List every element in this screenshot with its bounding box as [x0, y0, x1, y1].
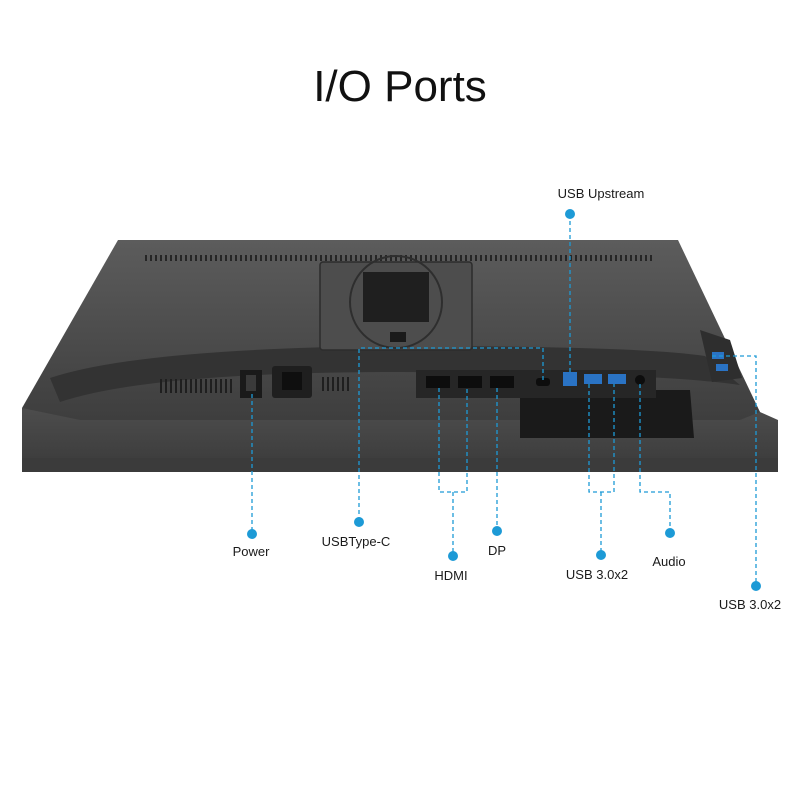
hdmi-port-1 [426, 376, 450, 388]
callout-labels: USB Upstream Power USBType-C HDMI DP USB… [233, 186, 782, 612]
label-usb-30x2-side: USB 3.0x2 [719, 597, 781, 612]
dot-power [247, 529, 257, 539]
label-hdmi: HDMI [434, 568, 467, 583]
label-power: Power [233, 544, 271, 559]
monitor-front-strip [22, 458, 778, 472]
callout-dots [247, 209, 761, 591]
label-usb-type-c: USBType-C [322, 534, 391, 549]
monitor-body [22, 240, 778, 472]
dot-usb-upstream [565, 209, 575, 219]
dot-dp [492, 526, 502, 536]
leader-hdmi [438, 388, 468, 556]
label-audio: Audio [652, 554, 685, 569]
side-usb-port-1 [712, 352, 724, 359]
usb-type-c-port [536, 378, 550, 386]
callout-lines [251, 214, 757, 586]
audio-jack [635, 375, 645, 385]
leader-usb-type-c [358, 347, 544, 522]
dot-usb-30x2-rear [596, 550, 606, 560]
usb-upstream-port [563, 372, 577, 386]
hdmi-port-2 [458, 376, 482, 388]
label-usb-30x2-rear: USB 3.0x2 [566, 567, 628, 582]
leader-usb-30x2-rear [588, 384, 615, 555]
page-title: I/O Ports [313, 62, 487, 111]
dot-usb-type-c [354, 517, 364, 527]
side-usb-port-2 [716, 364, 728, 371]
dot-hdmi [448, 551, 458, 561]
dot-usb-30x2-side [751, 581, 761, 591]
power-ac-socket [282, 372, 302, 390]
underside-panel [520, 390, 694, 438]
power-switch-rocker [246, 375, 256, 391]
dot-audio [665, 528, 675, 538]
usb-a-port-1 [584, 374, 602, 384]
monitor-rear-ridge [50, 346, 740, 402]
stand-socket [363, 272, 429, 322]
usb-a-port-2 [608, 374, 626, 384]
leader-audio [639, 384, 671, 533]
port-panel [240, 352, 728, 398]
leader-usb-30x2-side [712, 355, 757, 586]
dp-port [490, 376, 514, 388]
label-dp: DP [488, 543, 506, 558]
label-usb-upstream: USB Upstream [558, 186, 645, 201]
lock-slot [390, 332, 406, 342]
